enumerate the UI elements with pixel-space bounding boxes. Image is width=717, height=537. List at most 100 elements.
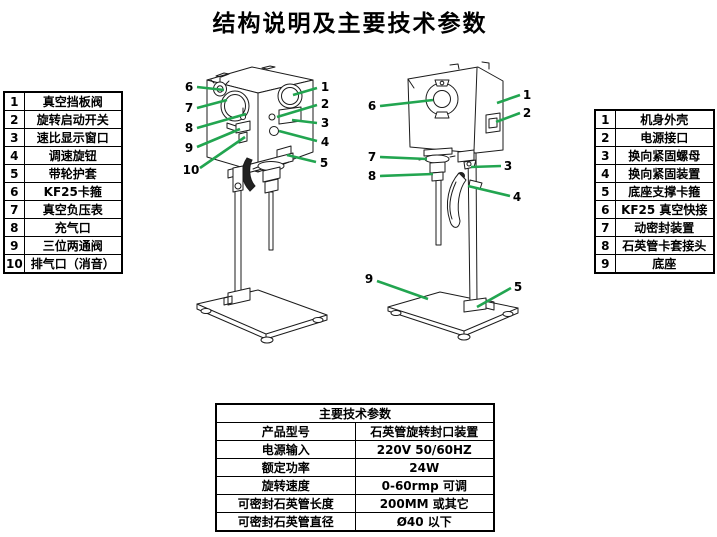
specs-table-title: 主要技术参数 <box>215 403 495 423</box>
part-number: 5 <box>3 164 25 183</box>
callout-number: 4 <box>513 190 521 204</box>
spec-value: 0-60rmp 可调 <box>354 476 495 495</box>
part-label: 换向紧固装置 <box>614 164 715 183</box>
callout-number: 5 <box>514 280 522 294</box>
callout-number: 1 <box>523 88 531 102</box>
callout-number: 6 <box>368 99 376 113</box>
spec-name: 可密封石英管直径 <box>215 512 356 532</box>
callout-number: 8 <box>185 121 193 135</box>
callout-number: 7 <box>368 150 376 164</box>
part-label: 底座 <box>614 254 715 274</box>
part-label: 机身外壳 <box>614 109 715 129</box>
part-number: 2 <box>3 110 25 129</box>
front-callouts: 1 2 3 4 5 6 7 8 9 10 <box>183 80 330 177</box>
part-label: 三位两通阀 <box>23 236 123 255</box>
spec-value: Ø40 以下 <box>354 512 495 532</box>
spec-name: 产品型号 <box>215 422 356 441</box>
part-label: KF25卡箍 <box>23 182 123 201</box>
callout-number: 2 <box>523 106 531 120</box>
part-number: 3 <box>594 146 616 165</box>
spec-value: 220V 50/60HZ <box>354 440 495 459</box>
callout-number: 7 <box>185 101 193 115</box>
callout-number: 2 <box>321 97 329 111</box>
part-label: 动密封装置 <box>614 218 715 237</box>
part-number: 9 <box>594 254 616 274</box>
spec-value: 200MM 或其它 <box>354 494 495 513</box>
part-number: 10 <box>3 254 25 274</box>
callout-number: 6 <box>185 80 193 94</box>
machine-rear-diagram <box>387 61 519 341</box>
specs-header-row: 主要技术参数 <box>215 403 495 423</box>
part-number: 6 <box>3 182 25 201</box>
part-number: 8 <box>3 218 25 237</box>
page-title: 结构说明及主要技术参数 <box>212 11 488 37</box>
spec-value: 石英管旋转封口装置 <box>354 422 495 441</box>
spec-name: 额定功率 <box>215 458 356 477</box>
callout-number: 8 <box>368 169 376 183</box>
rear-callouts: 1 2 3 4 5 6 7 8 9 <box>365 88 531 309</box>
part-number: 4 <box>594 164 616 183</box>
part-number: 2 <box>594 128 616 147</box>
part-label: 速比显示窗口 <box>23 128 123 147</box>
part-number: 1 <box>3 91 25 111</box>
machine-diagrams: 1 2 3 4 5 6 7 8 9 10 <box>183 61 531 344</box>
callout-number: 9 <box>185 141 193 155</box>
callout-number: 10 <box>183 163 200 177</box>
spec-name: 可密封石英管长度 <box>215 494 356 513</box>
part-number: 7 <box>3 200 25 219</box>
part-number: 8 <box>594 236 616 255</box>
part-label: KF25 真空快接 <box>614 200 715 219</box>
part-label: 调速旋钮 <box>23 146 123 165</box>
part-label: 电源接口 <box>614 128 715 147</box>
part-label: 换向紧固螺母 <box>614 146 715 165</box>
part-number: 3 <box>3 128 25 147</box>
part-label: 旋转启动开关 <box>23 110 123 129</box>
part-label: 底座支撑卡箍 <box>614 182 715 201</box>
part-number: 5 <box>594 182 616 201</box>
specs-row: 产品型号石英管旋转封口装置 <box>215 422 495 441</box>
part-number: 7 <box>594 218 616 237</box>
part-label: 真空负压表 <box>23 200 123 219</box>
spec-value: 24W <box>354 458 495 477</box>
callout-number: 9 <box>365 272 373 286</box>
callout-number: 4 <box>321 135 329 149</box>
part-label: 排气口（消音） <box>23 254 123 274</box>
part-label: 充气口 <box>23 218 123 237</box>
callout-number: 3 <box>504 159 512 173</box>
spec-name: 电源输入 <box>215 440 356 459</box>
callout-number: 3 <box>321 116 329 130</box>
callout-number: 1 <box>321 80 329 94</box>
part-label: 带轮护套 <box>23 164 123 183</box>
callout-number: 5 <box>320 156 328 170</box>
part-number: 6 <box>594 200 616 219</box>
part-label: 石英管卡套接头 <box>614 236 715 255</box>
part-number: 1 <box>594 109 616 129</box>
